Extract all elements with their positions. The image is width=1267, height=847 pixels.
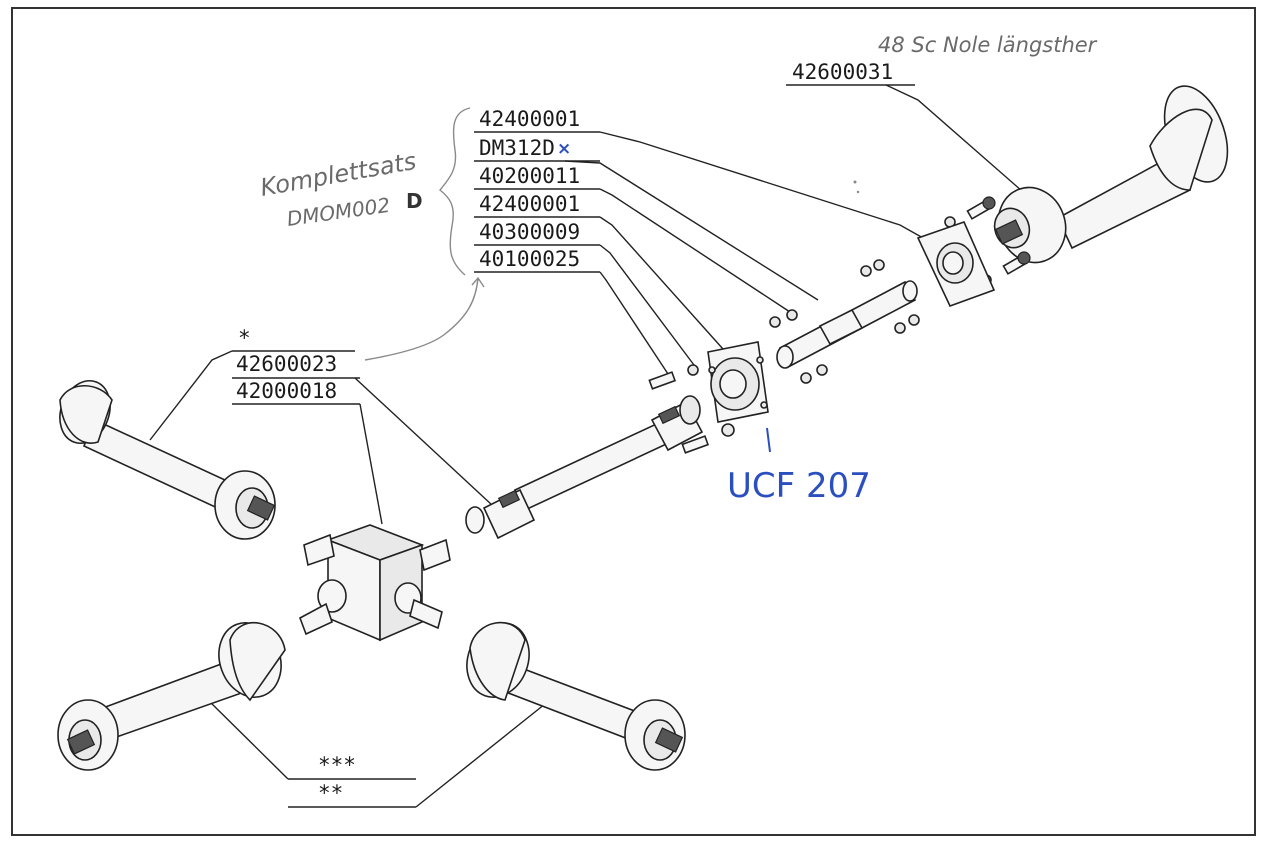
label-40200011: 40200011 <box>479 164 580 188</box>
label-star1: * <box>238 326 251 350</box>
kit-brace <box>439 107 471 276</box>
top-handwritten-note: 48 Sc Nole längsther <box>878 33 1098 57</box>
label-star3: *** <box>318 753 356 777</box>
leader-DM312D <box>564 160 819 301</box>
fasteners-lower <box>648 364 735 454</box>
pto-shaft-lower-left <box>57 622 286 771</box>
label-DM312D-mark: × <box>557 139 571 159</box>
universal-joint-shaft <box>465 395 704 540</box>
label-42400001-top: 42400001 <box>479 107 580 131</box>
kit-label-line2: DMOM002 <box>285 193 391 231</box>
label-DM312D: DM312D <box>479 136 555 160</box>
ucf-note: UCF 207 <box>727 466 871 506</box>
label-42000018: 42000018 <box>236 379 337 403</box>
leader-star3 <box>207 699 289 780</box>
leader-42600031 <box>885 84 1031 199</box>
leader-40100025 <box>599 271 673 381</box>
kit-label-line1: Komplettsats <box>258 147 418 202</box>
label-40300009: 40300009 <box>479 220 580 244</box>
ucf-tick <box>766 427 771 453</box>
drive-shaft-40200011 <box>776 280 918 369</box>
kit-connector <box>364 277 479 361</box>
leader-42600023 <box>354 377 493 506</box>
leader-star1 <box>149 350 233 441</box>
pto-shaft-upper-left <box>59 380 276 540</box>
label-42600031: 42600031 <box>792 60 893 84</box>
leader-42000018 <box>359 403 383 525</box>
gearbox <box>299 524 451 642</box>
leader-star2 <box>415 699 551 808</box>
leader-42400001-top <box>599 131 949 253</box>
leader-40300009 <box>599 244 695 366</box>
page-border <box>11 7 1256 836</box>
label-42400001-mid: 42400001 <box>479 192 580 216</box>
label-42600023: 42600023 <box>236 352 337 376</box>
pto-shaft-lower-right <box>466 621 686 771</box>
fasteners-top <box>769 196 1031 384</box>
flange-bearing-lower <box>707 341 769 423</box>
pto-shaft-top-right <box>993 85 1229 264</box>
speck <box>856 190 860 194</box>
label-star2: ** <box>318 781 343 805</box>
kit-connector-arrow <box>471 276 485 288</box>
speck <box>853 180 857 184</box>
leader-40200011 <box>599 188 791 313</box>
label-40100025: 40100025 <box>479 247 580 271</box>
flange-bearing-top <box>916 221 996 308</box>
kit-label-suffix: D <box>406 189 423 213</box>
leader-42400001-mid <box>599 216 741 369</box>
